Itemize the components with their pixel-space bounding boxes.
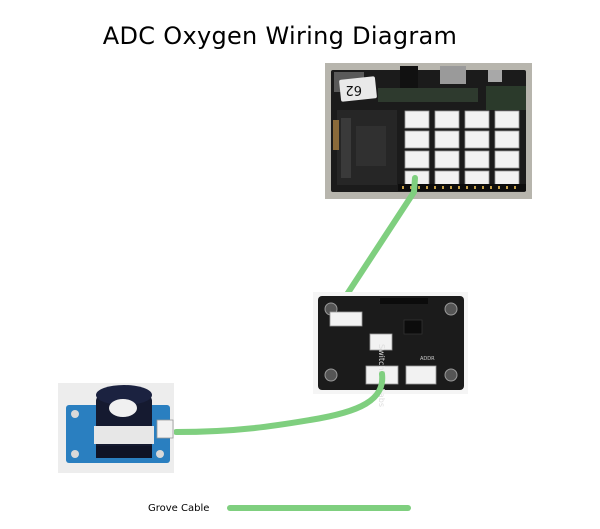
main-board-sticker-text: 62: [345, 82, 362, 97]
diagram-title: ADC Oxygen Wiring Diagram: [102, 22, 458, 50]
legend-label: Grove Cable: [148, 503, 210, 514]
grove-cable-adc-to-sensor: [173, 371, 386, 435]
main-board-grove-ports: [404, 110, 520, 189]
adc-addr-text: ADDR: [420, 356, 435, 362]
oxygen-sensor-photo: [58, 383, 174, 473]
adc-board-photo: SwitchDoc Labs ADDR: [313, 292, 468, 407]
main-board-photo: 62: [325, 63, 532, 199]
